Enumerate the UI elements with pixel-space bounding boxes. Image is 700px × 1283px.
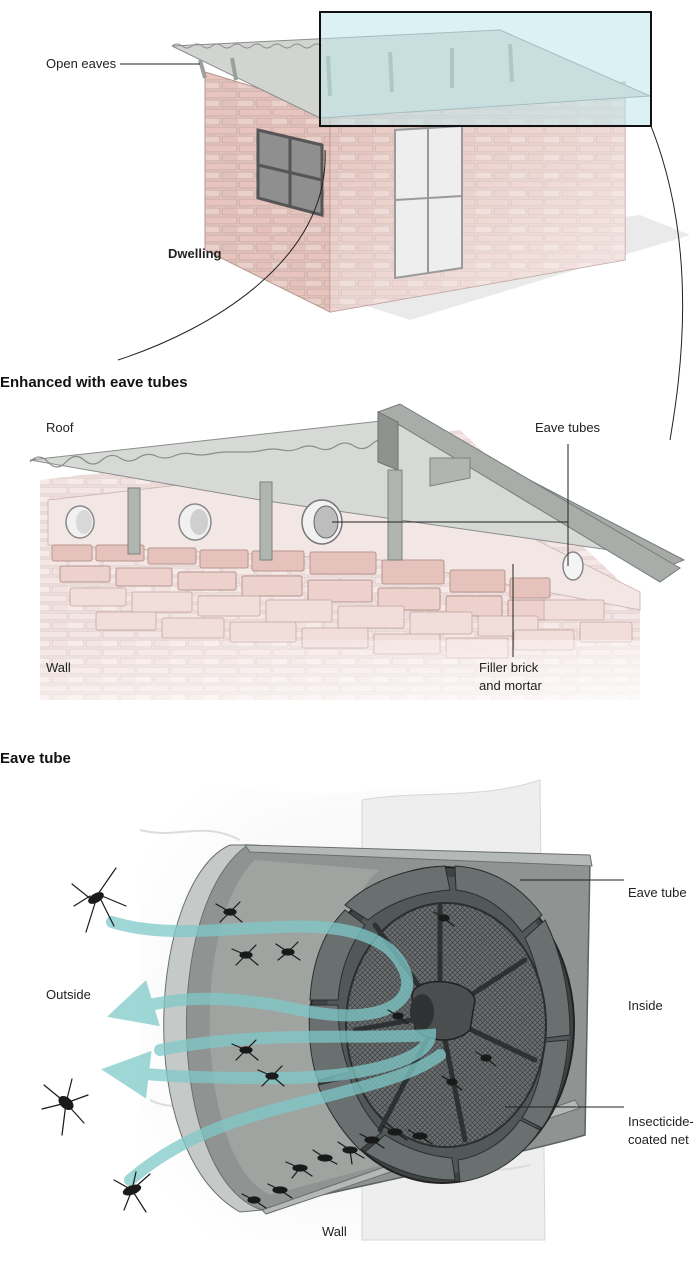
label-filler-brick-line1: Filler brick [479,660,539,675]
label-roof: Roof [46,420,74,435]
label-insecticide-net-line2: coated net [628,1132,689,1147]
dwelling-illustration [117,11,690,441]
airflow-arrows [101,916,446,1186]
label-outside: Outside [46,987,91,1002]
label-open-eaves: Open eaves [46,56,117,71]
mosquitoes [41,867,497,1213]
eave-tubes-detail-illustration [29,403,686,710]
heading-eave-tube: Eave tube [0,750,71,767]
heading-enhanced-with-eave-tubes: Enhanced with eave tubes [0,374,188,391]
label-inside: Inside [628,998,663,1013]
label-wall-section2: Wall [46,660,71,675]
label-dwelling: Dwelling [168,246,222,261]
label-eave-tubes: Eave tubes [535,420,601,435]
roof-beam [376,403,681,583]
eave-tube-closeup-illustration [41,779,624,1241]
label-wall-section3: Wall [322,1224,347,1239]
label-eave-tube: Eave tube [628,885,687,900]
label-filler-brick-line2: and mortar [479,678,542,693]
eave-highlight-box [319,11,652,127]
label-insecticide-net-line1: Insecticide- [628,1114,694,1129]
